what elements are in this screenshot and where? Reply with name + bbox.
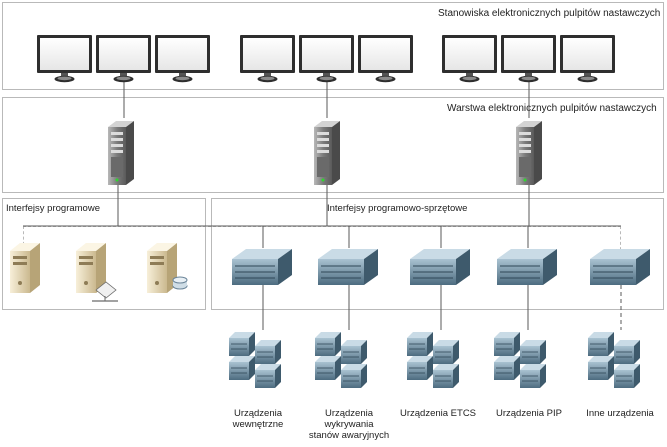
software-interfaces-title: Interfejsy programowe [6,203,100,214]
hardware-interfaces-group [211,198,664,310]
device-label-other: Inne urządzenia [586,408,654,419]
connection-lines [23,80,621,330]
workstations-layer-title: Stanowiska elektronicznych pulpitów nast… [438,8,661,19]
device-label-internal: Urządzenia wewnętrzne [232,408,284,430]
hardware-racks [231,248,651,286]
device-label-fault-detection: Urządzenia wykrywania stanów awaryjnych [308,408,390,441]
device-label-etcs: Urządzenia ETCS [399,408,477,419]
device-stacks [229,332,640,388]
workstation-monitors [37,35,615,83]
software-interfaces-group [2,198,206,310]
layer-servers [108,121,542,185]
servers-layer-title: Warstwa elektronicznych pulpitów nastawc… [447,103,657,114]
hardware-interfaces-title: Interfejsy programowo-sprzętowe [327,203,468,214]
device-label-pip: Urządzenia PIP [495,408,562,419]
workstations-layer [2,2,664,90]
servers-layer [2,97,664,193]
software-machines [10,243,188,302]
